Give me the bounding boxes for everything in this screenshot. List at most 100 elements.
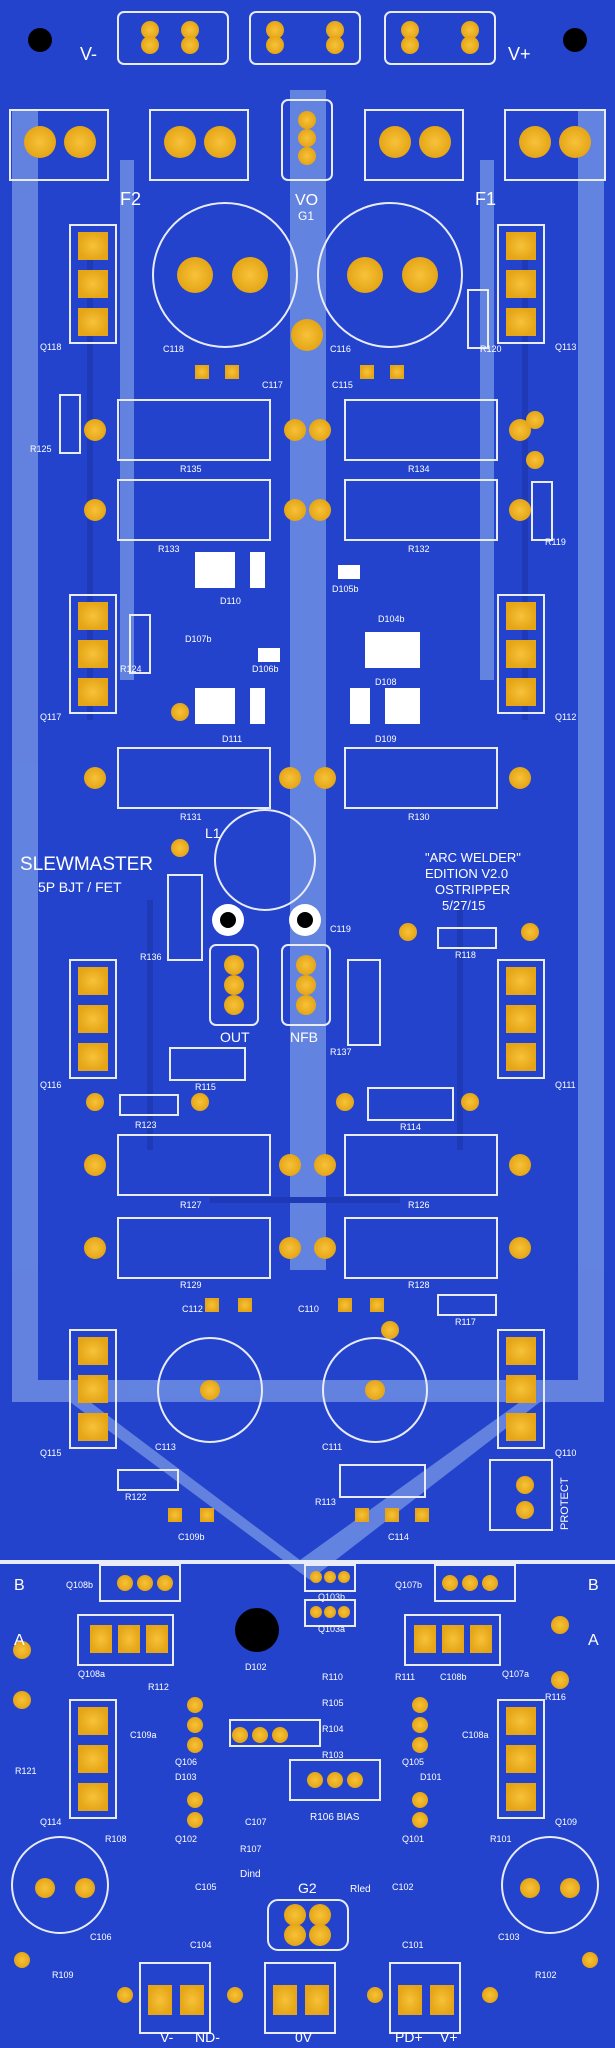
transistor-blocks — [69, 224, 545, 1819]
resistor-pads — [84, 411, 544, 1339]
section-label-b-left: B — [14, 1577, 25, 1594]
capacitors-mid — [11, 1337, 599, 1934]
designator: R137 — [330, 1047, 352, 1057]
designator: R110 — [322, 1672, 343, 1682]
ground-label-g1: G1 — [298, 209, 314, 223]
edition-line-4: 5/27/15 — [442, 898, 485, 913]
designator: C117 — [262, 380, 283, 390]
power-traces — [12, 90, 604, 1580]
designator: C103 — [498, 1932, 520, 1942]
designator: R130 — [408, 812, 430, 822]
designator: Q117 — [40, 712, 61, 722]
inductor-label: L1 — [205, 825, 221, 841]
designator: Q116 — [40, 1080, 61, 1090]
r106-label: R106 BIAS — [310, 1812, 360, 1823]
designator: Q106 — [175, 1757, 197, 1767]
section-label-a-right: A — [588, 1632, 599, 1649]
designator: R118 — [455, 950, 476, 960]
designator: R111 — [395, 1672, 415, 1682]
capacitors-top — [152, 202, 463, 351]
designator: C111 — [322, 1442, 342, 1452]
designator: C110 — [298, 1304, 319, 1314]
designator: Q112 — [555, 712, 576, 722]
designator: D108 — [375, 677, 397, 687]
top-pads — [24, 21, 591, 165]
designator: Q113 — [555, 342, 576, 352]
designator: R101 — [490, 1834, 512, 1844]
designator: D102 — [245, 1662, 267, 1672]
edition-line-1: "ARC WELDER" — [425, 850, 521, 865]
nfb-label: NFB — [290, 1029, 318, 1045]
designator: R119 — [545, 537, 566, 547]
designator: D107b — [185, 634, 212, 644]
designator: R107 — [240, 1844, 262, 1854]
designator: R104 — [322, 1724, 344, 1734]
designator: R126 — [408, 1200, 430, 1210]
designator: D104b — [378, 614, 405, 624]
fuse-label-f2: F2 — [120, 189, 141, 209]
labels: V- V+ VO G1 F2 F1 SLEWMASTER 5P BJT / FE… — [14, 44, 599, 2045]
designator: C112 — [182, 1304, 203, 1314]
section-label-a-left: A — [14, 1632, 25, 1649]
designator: R105 — [322, 1698, 344, 1708]
protect-label: PROTECT — [559, 1477, 571, 1530]
designator: C107 — [245, 1817, 267, 1827]
designator: C118 — [163, 344, 184, 354]
designator: C104 — [190, 1940, 212, 1950]
designator: Q110 — [555, 1448, 576, 1458]
designator: Q102 — [175, 1834, 197, 1844]
designator: R132 — [408, 544, 430, 554]
designator: R135 — [180, 464, 202, 474]
designator: C113 — [155, 1442, 176, 1452]
designator: R115 — [195, 1082, 216, 1092]
designator: R108 — [105, 1834, 127, 1844]
out-label: OUT — [220, 1029, 250, 1045]
designator: Q111 — [555, 1080, 576, 1090]
designator: C115 — [332, 380, 353, 390]
transistor-pads — [78, 232, 536, 1811]
rail-label-pos: V+ — [508, 44, 531, 64]
resistor-outlines — [59, 289, 553, 1498]
designator: R120 — [480, 344, 502, 354]
top-terminal-blocks — [9, 11, 606, 181]
designator: R133 — [158, 544, 180, 554]
designator: R131 — [180, 812, 202, 822]
ground-label-g2: G2 — [298, 1880, 317, 1896]
designator: R103 — [322, 1750, 344, 1760]
designator: C114 — [388, 1532, 409, 1542]
diodes — [195, 552, 420, 724]
designator: Q103b — [318, 1592, 345, 1602]
designator: R123 — [135, 1120, 157, 1130]
designator: R114 — [400, 1122, 421, 1132]
cap-pads — [168, 365, 429, 1522]
driver-pads — [13, 1476, 598, 2015]
designator: D110 — [220, 596, 241, 606]
edition-line-3: OSTRIPPER — [435, 882, 510, 897]
designator: Q115 — [40, 1448, 61, 1458]
board-title: SLEWMASTER — [20, 854, 153, 875]
designator: R109 — [52, 1970, 74, 1980]
designator: Q103a — [318, 1624, 345, 1634]
designator: D109 — [375, 734, 397, 744]
designator: R127 — [180, 1200, 202, 1210]
designator: D101 — [420, 1772, 442, 1782]
edition-line-2: EDITION V2.0 — [425, 866, 508, 881]
designator: Q118 — [40, 342, 61, 352]
designator: C109b — [178, 1532, 205, 1542]
designator: R112 — [148, 1682, 169, 1692]
designator: R102 — [535, 1970, 557, 1980]
designator: R124 — [120, 664, 142, 674]
designator: Q114 — [40, 1817, 61, 1827]
designator: R113 — [315, 1497, 336, 1507]
designator: Q107a — [502, 1669, 529, 1679]
designator: Q109 — [555, 1817, 577, 1827]
rled-label: Rled — [350, 1884, 371, 1895]
designator: C102 — [392, 1882, 414, 1892]
designator: C108a — [462, 1730, 489, 1740]
terminal-label-0v: 0V — [295, 2029, 313, 2045]
terminal-label-pd: PD+ — [395, 2029, 423, 2045]
designator: Q108a — [78, 1669, 105, 1679]
designator: Q101 — [402, 1834, 424, 1844]
fuse-label-f1: F1 — [475, 189, 496, 209]
